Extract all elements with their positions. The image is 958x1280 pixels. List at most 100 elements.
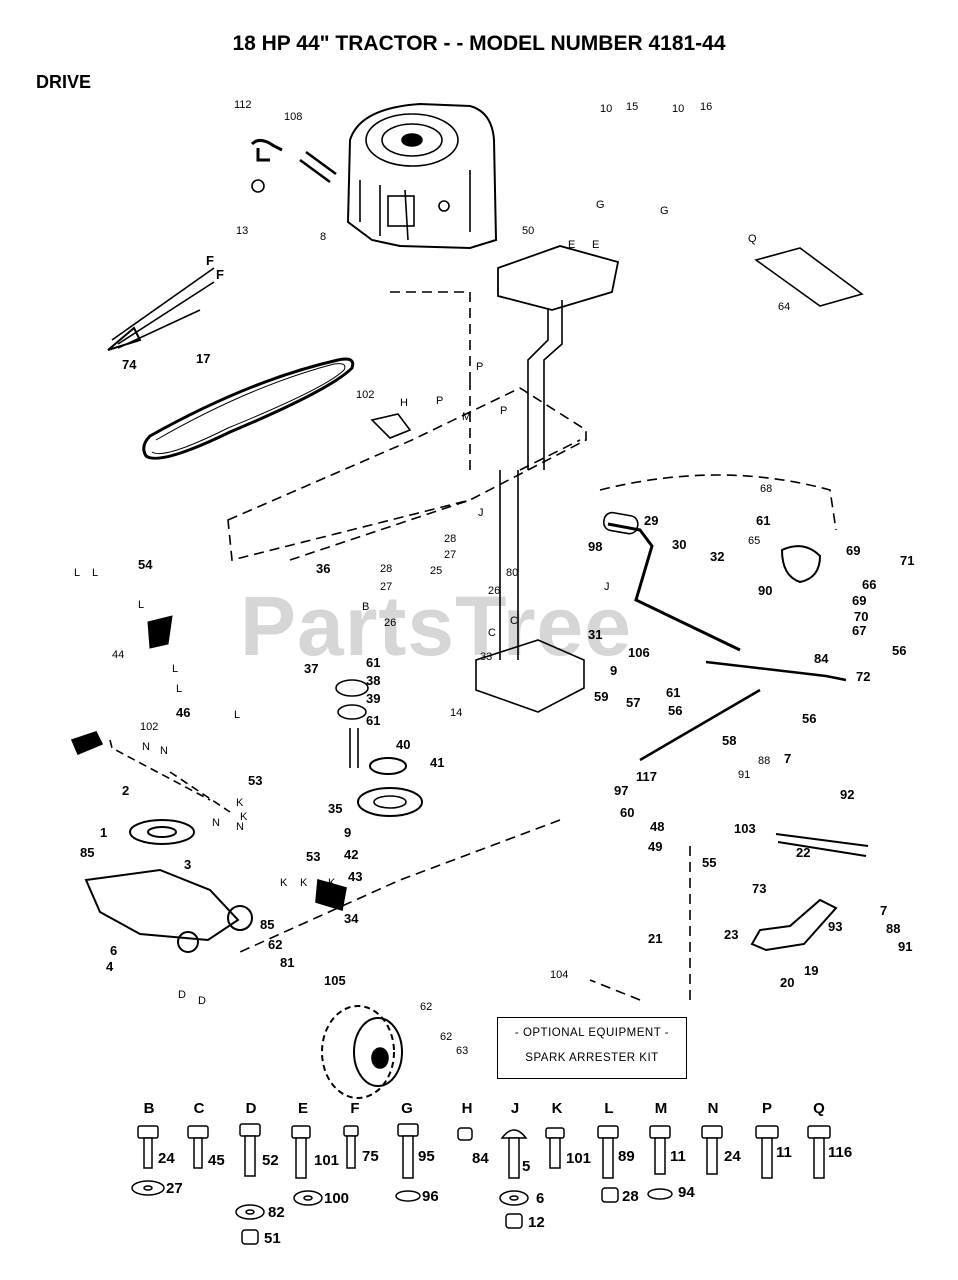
part-label: 50 bbox=[522, 225, 535, 237]
part-label: D bbox=[178, 989, 186, 1001]
bolt-icon bbox=[755, 1125, 779, 1179]
part-label: 27 bbox=[380, 581, 393, 593]
part-label: E bbox=[592, 239, 600, 251]
part-label: 73 bbox=[752, 881, 767, 896]
part-label: 66 bbox=[862, 577, 877, 592]
part-label: 38 bbox=[366, 673, 381, 688]
part-label: 105 bbox=[324, 973, 346, 988]
part-label: 58 bbox=[722, 733, 737, 748]
part-label: 93 bbox=[828, 919, 843, 934]
part-label: 106 bbox=[628, 645, 650, 660]
part-label: 67 bbox=[852, 623, 867, 638]
part-label: N bbox=[142, 741, 150, 753]
hardware-letter: P bbox=[761, 1100, 772, 1117]
part-label: B bbox=[362, 601, 370, 613]
part-label: K bbox=[236, 797, 244, 809]
hardware-letter: G bbox=[401, 1100, 413, 1117]
part-label: 55 bbox=[702, 855, 717, 870]
part-label: 98 bbox=[588, 539, 603, 554]
part-label: 20 bbox=[780, 975, 795, 990]
part-label: P bbox=[500, 405, 508, 417]
part-label: 64 bbox=[778, 301, 791, 313]
part-label: 35 bbox=[328, 801, 343, 816]
part-label: 108 bbox=[284, 111, 303, 123]
part-label: 37 bbox=[304, 661, 319, 676]
part-label: 7 bbox=[784, 751, 792, 766]
washer-icon bbox=[131, 1180, 165, 1196]
part-label: 21 bbox=[648, 931, 663, 946]
nut-icon bbox=[505, 1213, 523, 1229]
part-label: 43 bbox=[348, 869, 363, 884]
hardware-number: 52 bbox=[262, 1152, 279, 1169]
part-label: 4 bbox=[106, 959, 114, 974]
part-label: E bbox=[568, 239, 576, 251]
hardware-number: 75 bbox=[362, 1148, 379, 1165]
hardware-number: 101 bbox=[314, 1152, 340, 1169]
part-label: L bbox=[92, 567, 99, 579]
hardware-number: 100 bbox=[324, 1190, 350, 1207]
part-label: L bbox=[234, 709, 241, 721]
bolt-icon bbox=[291, 1125, 311, 1179]
part-label: 70 bbox=[854, 609, 869, 624]
part-label: 33 bbox=[480, 651, 493, 663]
optional-equipment-box: - OPTIONAL EQUIPMENT - SPARK ARRESTER KI… bbox=[497, 1017, 687, 1079]
hardware-letter: H bbox=[461, 1100, 473, 1117]
part-label: L bbox=[172, 663, 179, 675]
lock-washer-icon bbox=[395, 1190, 421, 1202]
hardware-letter: Q bbox=[813, 1100, 825, 1117]
part-label: G bbox=[596, 199, 605, 211]
part-label: 74 bbox=[122, 357, 137, 372]
part-label: 32 bbox=[710, 549, 725, 564]
part-label: N bbox=[160, 745, 168, 757]
part-label: 10 bbox=[672, 103, 685, 115]
part-label: L bbox=[176, 683, 183, 695]
part-label: 102 bbox=[140, 721, 159, 733]
part-label: F bbox=[216, 267, 224, 282]
part-label: G bbox=[660, 205, 669, 217]
washer-icon bbox=[293, 1190, 323, 1206]
hardware-letter: F bbox=[350, 1100, 360, 1117]
part-label: 30 bbox=[672, 537, 687, 552]
hardware-letter: B bbox=[143, 1100, 155, 1117]
part-label: L bbox=[74, 567, 81, 579]
hardware-letter: N bbox=[707, 1100, 719, 1117]
part-label: 36 bbox=[316, 561, 331, 576]
hardware-number: 95 bbox=[418, 1148, 435, 1165]
part-label: 69 bbox=[846, 543, 861, 558]
part-label: 44 bbox=[112, 649, 125, 661]
hardware-number: 45 bbox=[208, 1152, 225, 1169]
watermark: PartsTree bbox=[240, 579, 632, 673]
part-label: 92 bbox=[840, 787, 855, 802]
part-label: C bbox=[510, 615, 518, 627]
part-label: 29 bbox=[644, 513, 659, 528]
hardware-number: 6 bbox=[536, 1190, 545, 1207]
bolt-icon bbox=[397, 1123, 419, 1179]
part-label: 1 bbox=[100, 825, 108, 840]
part-label: 17 bbox=[196, 351, 211, 366]
hardware-letter: J bbox=[510, 1100, 520, 1117]
part-label: 14 bbox=[450, 707, 463, 719]
part-label: 2 bbox=[122, 783, 130, 798]
hardware-number: 94 bbox=[678, 1184, 695, 1201]
part-label: 104 bbox=[550, 969, 569, 981]
hardware-number: 5 bbox=[522, 1158, 531, 1175]
part-label: K bbox=[328, 877, 336, 889]
part-label: 61 bbox=[366, 713, 381, 728]
bolt-icon bbox=[649, 1125, 671, 1175]
part-label: 25 bbox=[430, 565, 443, 577]
part-label: 62 bbox=[268, 937, 283, 952]
part-label: J bbox=[478, 507, 484, 519]
part-label: 3 bbox=[184, 857, 192, 872]
part-label: Q bbox=[748, 233, 757, 245]
page-title: 18 HP 44" TRACTOR - - MODEL NUMBER 4181-… bbox=[232, 32, 726, 55]
part-label: 61 bbox=[366, 655, 381, 670]
part-label: H bbox=[400, 397, 408, 409]
section-label: DRIVE bbox=[36, 72, 92, 92]
hardware-letter: E bbox=[297, 1100, 308, 1117]
hardware-letter: K bbox=[551, 1100, 563, 1117]
bolt-icon bbox=[187, 1125, 209, 1169]
part-label: 61 bbox=[666, 685, 681, 700]
hardware-letter: C bbox=[193, 1100, 205, 1117]
part-label: L bbox=[138, 599, 145, 611]
